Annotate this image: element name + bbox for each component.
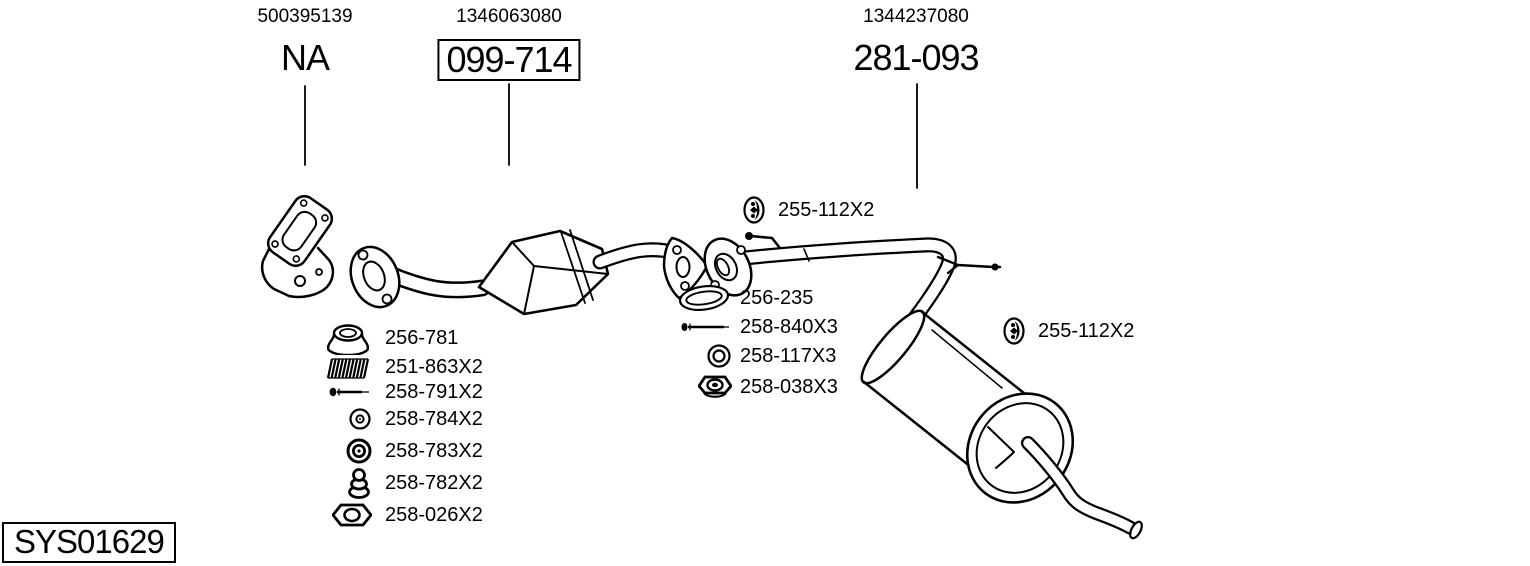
- part-number-label[interactable]: 258-782X2: [385, 471, 483, 494]
- callout-row: 255-112X2: [1002, 316, 1134, 346]
- callout-row: 258-840X3: [676, 312, 838, 342]
- part-code-na: NA: [280, 37, 330, 78]
- callout-row: 255-112X2: [742, 195, 874, 225]
- part-code-099-714[interactable]: 099-714: [437, 39, 581, 81]
- coil-spring-icon: [318, 352, 372, 382]
- part-number-label[interactable]: 258-783X2: [385, 439, 483, 462]
- flat-washer-icon: [318, 407, 372, 431]
- part-number-label[interactable]: 255-112X2: [778, 198, 875, 221]
- callout-row: 258-784X2: [318, 404, 483, 434]
- part-number-label[interactable]: 256-781: [385, 326, 459, 349]
- part-number-label[interactable]: 258-117X3: [740, 344, 837, 367]
- thick-washer-icon: [318, 438, 372, 464]
- converter-outlet-pipe-drawing: [592, 242, 680, 270]
- part-number-label[interactable]: 258-038X3: [740, 375, 838, 398]
- bolt-icon: [676, 321, 732, 333]
- ref-number-right: 1344237080: [863, 6, 969, 27]
- part-number-label[interactable]: 258-784X2: [385, 407, 483, 430]
- callout-row: 258-026X2: [318, 500, 483, 530]
- part-code-281-093[interactable]: 281-093: [853, 37, 979, 78]
- part-number-label[interactable]: 255-112X2: [1038, 319, 1135, 342]
- callout-row: 256-235: [676, 283, 813, 313]
- bolt-icon: [318, 386, 372, 398]
- part-number-label[interactable]: 258-791X2: [385, 380, 483, 403]
- rear-pipe-drawing: [703, 232, 1002, 350]
- callout-row: 258-782X2: [318, 467, 483, 499]
- outlet-flange-drawing: [662, 236, 709, 300]
- ring-gasket-icon: [676, 281, 732, 315]
- grommet-icon: [318, 467, 372, 499]
- rubber-hanger-icon: [1002, 316, 1026, 346]
- part-number-label[interactable]: 258-840X3: [740, 315, 838, 338]
- rubber-hanger-icon: [742, 195, 766, 225]
- washer-icon: [676, 343, 732, 369]
- callout-row: 258-791X2: [318, 377, 483, 407]
- callout-row: 258-117X3: [676, 341, 836, 371]
- part-number-label[interactable]: 258-026X2: [385, 503, 483, 526]
- callout-row: 256-781: [318, 321, 459, 355]
- ref-number-center: 1346063080: [456, 6, 562, 27]
- exhaust-manifold-drawing: [260, 194, 335, 299]
- flange-nut-icon: [676, 373, 732, 401]
- callout-row: 258-038X3: [676, 372, 838, 402]
- part-number-label[interactable]: 251-863X2: [385, 355, 483, 378]
- callout-row: 251-863X2: [318, 352, 483, 382]
- catalytic-converter-drawing: [477, 229, 610, 316]
- callout-row: 258-783X2: [318, 436, 483, 466]
- cone-gasket-icon: [318, 321, 372, 355]
- diagram-id-box: SYS01629: [2, 522, 176, 563]
- rear-muffler-drawing: [860, 309, 1143, 540]
- part-number-label[interactable]: 256-235: [740, 286, 814, 309]
- front-pipe-drawing: [349, 245, 491, 309]
- hex-nut-icon: [318, 502, 372, 528]
- ref-number-left: 500395139: [257, 6, 353, 27]
